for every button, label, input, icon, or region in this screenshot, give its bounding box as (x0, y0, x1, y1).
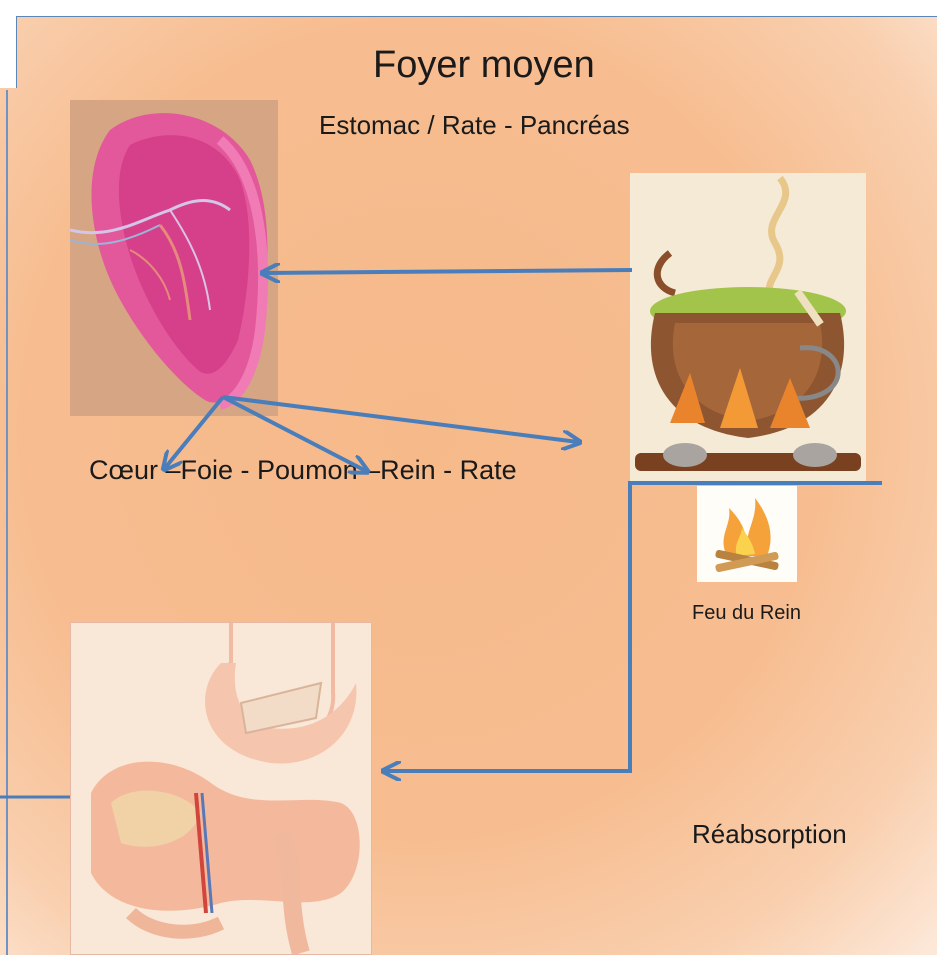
fire-label: Feu du Rein (692, 602, 801, 625)
reabsorption-path (385, 483, 882, 771)
diagram-subtitle: Estomac / Rate - Pancréas (319, 110, 630, 141)
reabsorption-label: Réabsorption (692, 819, 847, 850)
arrow-cauldron-to-spleen (264, 270, 632, 273)
top-frame-bar (0, 0, 937, 17)
cauldron-image (630, 173, 866, 483)
spleen-image (70, 100, 278, 416)
organs-line: Cœur –Foie - Poumon –Rein - Rate (89, 455, 517, 486)
left-border-line (6, 90, 8, 955)
stomach-image (70, 622, 372, 955)
left-frame-block (0, 16, 17, 88)
fire-icon (697, 486, 797, 582)
diagram-title: Foyer moyen (373, 44, 595, 87)
